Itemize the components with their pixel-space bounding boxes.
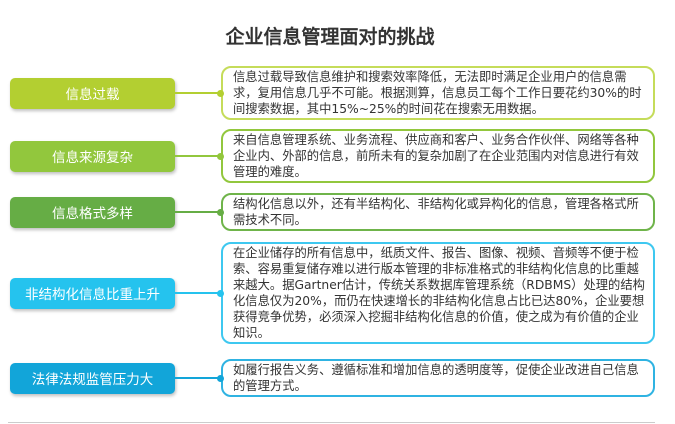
- challenge-row: 信息格式多样 结构化信息以外，还有半结构化、非结构化或异构化的信息，管理各格式所…: [0, 193, 660, 231]
- connector-line: [175, 211, 221, 213]
- challenge-description-box: 结构化信息以外，还有半结构化、非结构化或异构化的信息，管理各格式所需技术不同。: [217, 193, 655, 231]
- challenge-description-box: 来自信息管理系统、业务流程、供应商和客户、业务合作伙伴、网络等各种企业内、外部的…: [217, 129, 655, 183]
- challenge-description-box: 在企业储存的所有信息中，纸质文件、报告、图像、视频、音频等不便于检索、容易重复储…: [217, 242, 655, 344]
- challenge-row: 法律法规监管压力大 如履行报告义务、遵循标准和增加信息的透明度等，促使企业改进自…: [0, 359, 660, 397]
- challenge-description-box: 信息过载导致信息维护和搜索效率降低，无法即时满足企业用户的信息需求，复用信息几乎…: [217, 66, 655, 120]
- challenge-label-info-overload: 信息过载: [10, 77, 175, 109]
- challenge-label-regulatory-pressure: 法律法规监管压力大: [10, 362, 175, 394]
- connector-dot: [217, 152, 224, 160]
- challenge-label-complex-sources: 信息来源复杂: [10, 140, 175, 172]
- challenge-row: 信息过载 信息过载导致信息维护和搜索效率降低，无法即时满足企业用户的信息需求，复…: [0, 66, 660, 120]
- connector-dot: [217, 208, 224, 216]
- divider: [8, 422, 655, 423]
- challenges-list: 信息过载 信息过载导致信息维护和搜索效率降低，无法即时满足企业用户的信息需求，复…: [0, 66, 660, 397]
- challenge-description-unstructured-rise: 在企业储存的所有信息中，纸质文件、报告、图像、视频、音频等不便于检索、容易重复储…: [221, 242, 655, 344]
- connector-dot: [217, 374, 224, 382]
- connector-line: [175, 292, 221, 294]
- connector-line: [175, 92, 221, 94]
- challenge-description-box: 如履行报告义务、遵循标准和增加信息的透明度等，促使企业改进自己信息的管理方式。: [217, 359, 655, 397]
- connector-line: [175, 377, 221, 379]
- challenge-description-diverse-formats: 结构化信息以外，还有半结构化、非结构化或异构化的信息，管理各格式所需技术不同。: [221, 193, 655, 231]
- challenge-label-diverse-formats: 信息格式多样: [10, 196, 175, 228]
- challenge-row: 信息来源复杂 来自信息管理系统、业务流程、供应商和客户、业务合作伙伴、网络等各种…: [0, 129, 660, 183]
- page-title: 企业信息管理面对的挑战: [225, 26, 435, 48]
- challenge-label-unstructured-rise: 非结构化信息比重上升: [10, 277, 175, 309]
- connector-dot: [217, 289, 224, 297]
- challenge-description-info-overload: 信息过载导致信息维护和搜索效率降低，无法即时满足企业用户的信息需求，复用信息几乎…: [221, 66, 655, 120]
- challenge-description-regulatory-pressure: 如履行报告义务、遵循标准和增加信息的透明度等，促使企业改进自己信息的管理方式。: [221, 359, 655, 397]
- connector-line: [175, 155, 221, 157]
- challenge-row: 非结构化信息比重上升 在企业储存的所有信息中，纸质文件、报告、图像、视频、音频等…: [0, 242, 660, 344]
- connector-dot: [217, 89, 224, 97]
- challenge-description-complex-sources: 来自信息管理系统、业务流程、供应商和客户、业务合作伙伴、网络等各种企业内、外部的…: [221, 129, 655, 183]
